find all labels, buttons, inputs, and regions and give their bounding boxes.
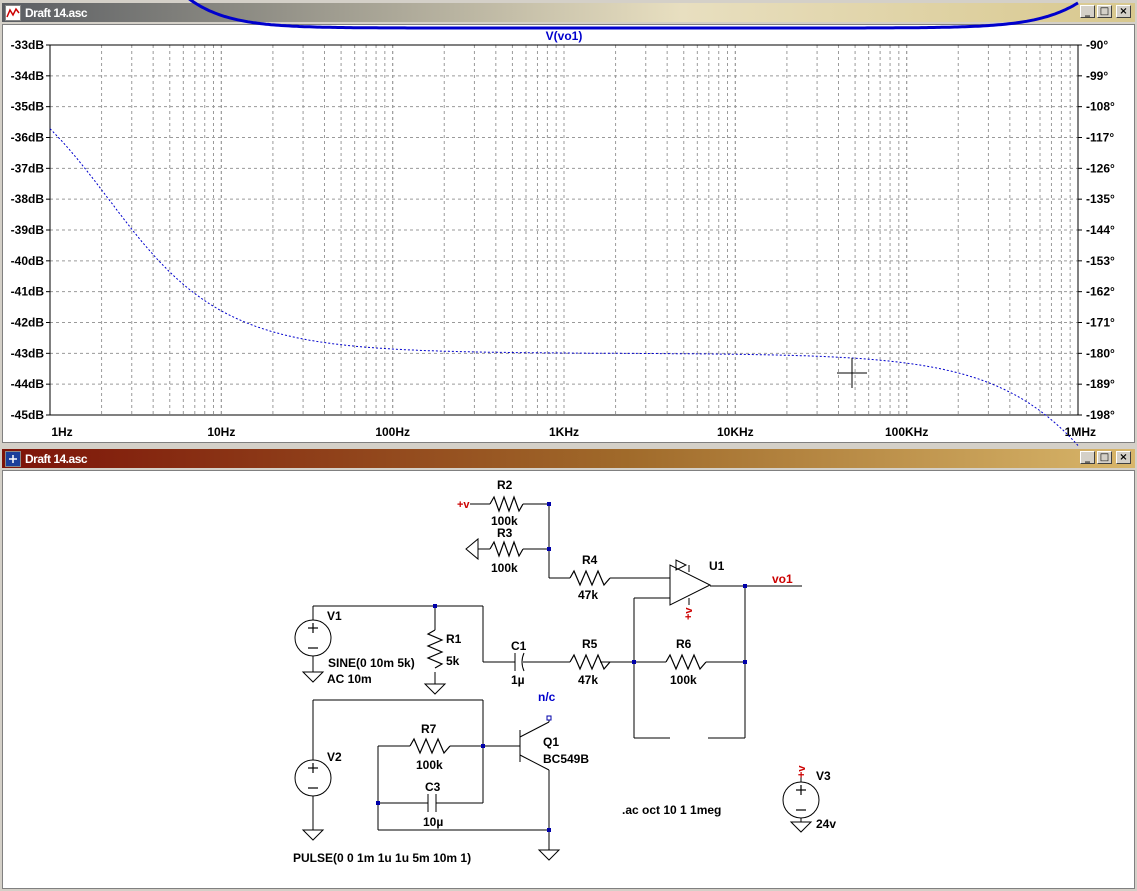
v3-net-label[interactable]: +v: [796, 765, 808, 778]
maximize-button[interactable]: □: [1097, 451, 1112, 464]
close-button[interactable]: ×: [1116, 5, 1131, 18]
x-axis-tick: 1KHz: [549, 425, 579, 439]
vo1-net-label[interactable]: vo1: [772, 572, 793, 586]
u1-label[interactable]: U1: [709, 559, 725, 573]
left-axis: -33dB -34dB -35dB -36dB -37dB -38dB -39dB -40dB…: [11, 38, 50, 422]
v1-ac[interactable]: AC 10m: [327, 672, 372, 686]
left-axis-tick: -34dB: [11, 69, 45, 83]
x-axis-tick: 1MHz: [1065, 425, 1096, 439]
left-axis-tick: -42dB: [11, 316, 45, 330]
phase-trace: [49, 128, 1079, 446]
right-axis-tick: -144°: [1086, 223, 1115, 237]
x-axis-tick: 100Hz: [375, 425, 410, 439]
right-axis-tick: -198°: [1086, 408, 1115, 422]
left-axis-tick: -36dB: [11, 131, 45, 145]
maximize-button[interactable]: □: [1097, 5, 1112, 18]
c3-value[interactable]: 10µ: [423, 815, 443, 829]
schematic-window-titlebar[interactable]: Draft 14.asc _ □ ×: [2, 449, 1135, 468]
left-axis-tick: -39dB: [11, 223, 45, 237]
x-axis-tick: 10Hz: [207, 425, 235, 439]
left-axis-tick: -37dB: [11, 161, 45, 175]
schematic-icon: [5, 450, 21, 467]
c1-label[interactable]: C1: [511, 639, 527, 653]
right-axis-tick: -90°: [1086, 38, 1108, 52]
left-axis-tick: -43dB: [11, 346, 45, 360]
right-axis-tick: -180°: [1086, 346, 1115, 360]
left-axis-tick: -38dB: [11, 192, 45, 206]
x-axis-tick: 1Hz: [51, 425, 72, 439]
r4-value[interactable]: 47k: [578, 588, 598, 602]
r2-label[interactable]: R2: [497, 478, 513, 492]
r1-label[interactable]: R1: [446, 632, 462, 646]
r4-label[interactable]: R4: [582, 553, 598, 567]
right-axis-tick: -117°: [1086, 131, 1114, 145]
r2-value[interactable]: 100k: [491, 514, 518, 528]
left-axis-tick: -40dB: [11, 254, 45, 268]
v2-waveform[interactable]: PULSE(0 0 1m 1u 1u 5m 10m 1): [293, 851, 471, 865]
magnitude-trace: [188, 0, 1079, 30]
plus-v-net-label[interactable]: +v: [457, 499, 470, 511]
plot-grid: [50, 45, 1079, 415]
v3-value[interactable]: 24v: [816, 817, 836, 831]
r7-value[interactable]: 100k: [416, 758, 443, 772]
v1-waveform[interactable]: SINE(0 10m 5k): [328, 656, 415, 670]
left-axis-tick: -41dB: [11, 285, 45, 299]
v3-label[interactable]: V3: [816, 769, 831, 783]
left-axis-tick: -33dB: [11, 38, 45, 52]
r3-label[interactable]: R3: [497, 526, 513, 540]
plot-window: Draft 14.asc _ □ × -33dB-34dB-35dB-36dB-…: [0, 0, 1137, 446]
right-axis-tick: -126°: [1086, 161, 1115, 175]
close-button[interactable]: ×: [1116, 451, 1131, 464]
right-axis: -90° -99° -108° -117° -126° -135° -144° -153° -1…: [1078, 38, 1115, 422]
wires: [312, 503, 802, 850]
left-axis-tick: -45dB: [11, 408, 45, 422]
r6-value[interactable]: 100k: [670, 673, 697, 687]
left-axis-tick: -44dB: [11, 377, 45, 391]
c3-label[interactable]: C3: [425, 780, 441, 794]
minimize-button[interactable]: _: [1080, 451, 1095, 464]
r7-label[interactable]: R7: [421, 722, 437, 736]
r1-value[interactable]: 5k: [446, 654, 460, 668]
r5-label[interactable]: R5: [582, 637, 598, 651]
minimize-button[interactable]: _: [1080, 5, 1095, 18]
nc-label[interactable]: n/c: [538, 690, 556, 704]
ground-icons: [301, 537, 813, 861]
x-axis-tick: 100KHz: [885, 425, 928, 439]
right-axis-tick: -108°: [1086, 100, 1115, 114]
junction-dots: [376, 502, 747, 832]
v2-label[interactable]: V2: [327, 750, 342, 764]
left-axis-tick: -35dB: [11, 100, 45, 114]
schematic-window-title: Draft 14.asc: [25, 451, 88, 466]
r6-label[interactable]: R6: [676, 637, 692, 651]
ac-directive[interactable]: .ac oct 10 1 1meg: [622, 803, 721, 817]
plot-window-title: Draft 14.asc: [25, 5, 88, 20]
right-axis-tick: -189°: [1086, 377, 1115, 391]
plot-pane[interactable]: -33dB -34dB -35dB -36dB -37dB -38dB -39dB -40dB…: [2, 0, 1135, 446]
waveform-icon: [5, 4, 21, 21]
voltage-source-icons: [294, 619, 820, 819]
crosshair-cursor-icon: [837, 358, 867, 388]
r5-value[interactable]: 47k: [578, 673, 598, 687]
schematic-pane[interactable]: R2 100k R3 100k R4 47k U1 vo1 +v +v +v V…: [2, 470, 1135, 889]
trace-label[interactable]: V(vo1): [546, 29, 583, 43]
x-axis: 1Hz 10Hz 100Hz 1KHz 10KHz 100KHz 1MHz: [51, 425, 1096, 439]
resistor-symbols: [409, 495, 707, 755]
c1-value[interactable]: 1µ: [511, 673, 525, 687]
right-axis-tick: -162°: [1086, 285, 1115, 299]
q1-model[interactable]: BC549B: [543, 752, 589, 766]
schematic-window: Draft 14.asc _ □ ×: [0, 447, 1137, 891]
right-axis-tick: -99°: [1086, 69, 1108, 83]
plot-window-titlebar[interactable]: Draft 14.asc _ □ ×: [2, 3, 1135, 22]
source-polarity-marks: [308, 623, 806, 811]
bode-plot[interactable]: -33dB -34dB -35dB -36dB -37dB -38dB -39dB -40dB…: [1, 0, 1132, 446]
x-axis-tick: 10KHz: [717, 425, 754, 439]
q1-label[interactable]: Q1: [543, 735, 559, 749]
right-axis-tick: -135°: [1086, 192, 1115, 206]
right-axis-tick: -171°: [1086, 316, 1115, 330]
r3-value[interactable]: 100k: [491, 561, 518, 575]
opamp-supply-label: +v: [683, 607, 695, 620]
right-axis-tick: -153°: [1086, 254, 1115, 268]
v1-label[interactable]: V1: [327, 609, 342, 623]
